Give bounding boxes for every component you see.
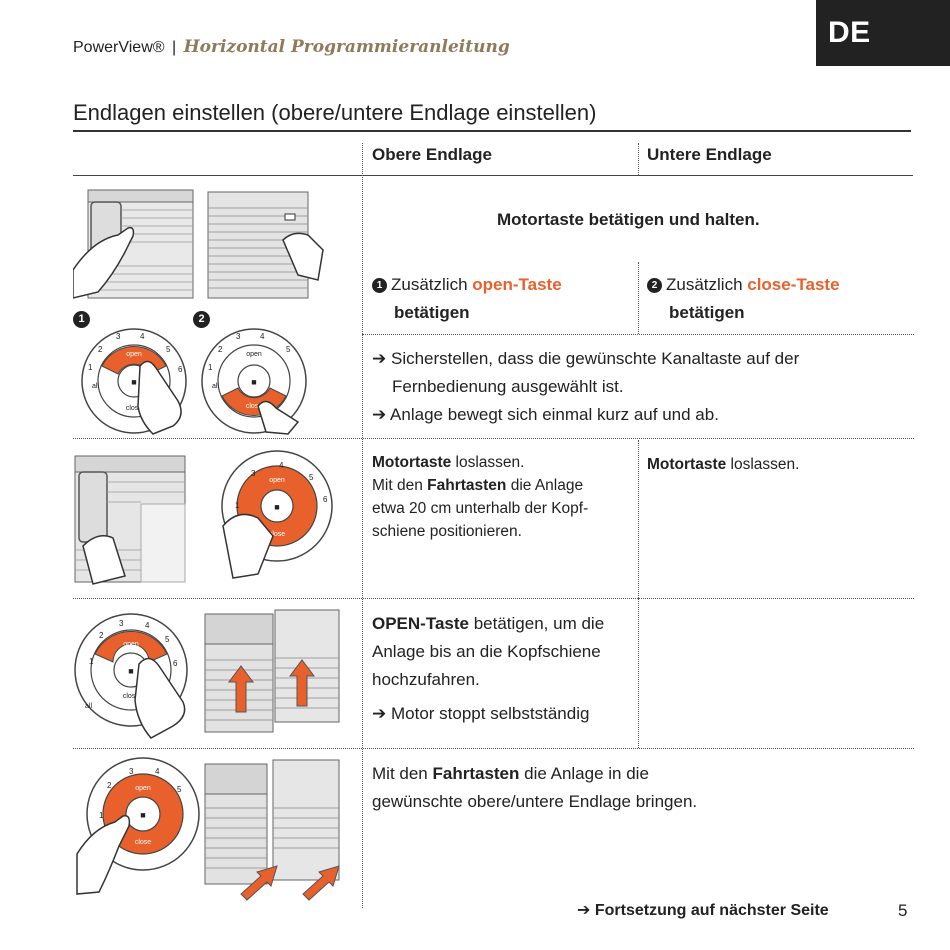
page-number: 5 — [898, 901, 908, 920]
open-key-label: OPEN-Taste — [372, 614, 469, 633]
close-key-label: close-Taste — [747, 275, 840, 294]
number-badge-1: 1 — [372, 278, 387, 293]
remote-key-4: 4 — [140, 332, 145, 341]
remote-key-5: 5 — [166, 345, 171, 354]
open-key-label: open-Taste — [472, 275, 562, 294]
step2-lower-instruction: Motortaste loslassen. — [647, 456, 800, 473]
remote-key-4: 4 — [155, 767, 160, 776]
remote-key-3: 3 — [251, 469, 256, 478]
remote-key-6: 6 — [178, 365, 183, 374]
remote-open-label: open — [246, 351, 262, 358]
section-title: Endlagen einstellen (obere/untere Endlag… — [73, 100, 597, 125]
row-divider-3 — [73, 748, 914, 749]
remote-key-5: 5 — [286, 345, 291, 354]
arrow-icon: ➔ — [372, 405, 387, 424]
remote-key-1: 1 — [88, 363, 93, 372]
header-subtitle: Horizontal Programmieranleitung — [183, 37, 510, 57]
header-separator: | — [171, 39, 177, 56]
remote-stop-label: ■ — [131, 377, 136, 387]
remote-key-3: 3 — [116, 332, 121, 341]
remote-key-3: 3 — [129, 767, 134, 776]
blind-illustration-step2: ■ open close 1 3 4 5 6 — [74, 450, 333, 585]
remote-key-2: 2 — [98, 345, 103, 354]
remote-key-5: 5 — [177, 785, 182, 794]
remote-key-1: 1 — [208, 363, 213, 372]
remote-key-3: 3 — [119, 619, 124, 628]
remote-open-label: open — [135, 785, 151, 792]
row-divider-1a — [362, 334, 914, 335]
step1-notes: ➔ Sicherstellen, dass die gewünschte Kan… — [372, 349, 800, 424]
remote-open-illustration: ■ open close all 2 3 4 5 6 1 — [81, 328, 187, 435]
remote-key-2: 2 — [218, 345, 223, 354]
page-header: PowerView® | Horizontal Programmieranlei… — [73, 37, 510, 57]
column-header-lower: Untere Endlage — [647, 145, 772, 164]
remote-key-1: 1 — [99, 811, 104, 820]
language-tab: DE — [816, 0, 950, 66]
remote-key-1: 1 — [89, 657, 94, 666]
remote-key-1: 1 — [235, 501, 240, 510]
remote-key-5: 5 — [165, 635, 170, 644]
remote-key-6: 6 — [173, 659, 178, 668]
number-badge-2: 2 — [647, 278, 662, 293]
remote-close-label: close — [126, 405, 142, 412]
remote-close-label: close — [123, 693, 139, 700]
remote-open-label: open — [123, 641, 139, 648]
step3-instruction: OPEN-Taste betätigen, um die Anlage bis … — [372, 614, 605, 689]
step-badge-1: 1 — [73, 311, 90, 328]
remote-open-label: open — [126, 351, 142, 358]
column-divider-main — [362, 143, 363, 908]
row-divider-2 — [73, 598, 914, 599]
remote-stop-label: ■ — [274, 502, 279, 512]
remote-key-2: 2 — [99, 631, 104, 640]
column-divider-row1 — [638, 262, 639, 334]
step3-note: ➔ Motor stoppt selbstständig — [372, 704, 590, 723]
step4-instruction: Mit den Fahrtasten die Anlage in die gew… — [372, 764, 698, 811]
column-divider-row3 — [638, 598, 639, 748]
remote-all-label: all — [92, 383, 99, 390]
remote-key-4: 4 — [145, 621, 150, 630]
remote-all-label: all — [212, 383, 219, 390]
step2-upper-instruction: Motortaste loslassen. Mit den Fahrtasten… — [372, 454, 589, 540]
remote-key-2: 2 — [107, 781, 112, 790]
remote-key-6: 6 — [323, 495, 328, 504]
remote-key-4: 4 — [279, 461, 284, 470]
blind-illustration-step3: ■ open close all 1 2 3 4 5 6 — [74, 609, 340, 739]
header-rule — [73, 175, 913, 176]
arrow-icon: ➔ — [372, 349, 387, 368]
remote-stop-label: ■ — [128, 666, 133, 676]
column-divider-row2 — [638, 440, 639, 598]
remote-key-5: 5 — [309, 473, 314, 482]
brand-name: PowerView® — [73, 39, 165, 56]
title-rule — [73, 130, 911, 132]
remote-stop-label: ■ — [251, 377, 256, 387]
blind-illustration-step1 — [73, 189, 324, 299]
arrow-icon: ➔ — [372, 704, 387, 723]
column-header-upper: Obere Endlage — [372, 145, 492, 164]
arrow-icon: ➔ — [577, 902, 591, 919]
row-divider-1 — [73, 438, 914, 439]
remote-all-label: all — [85, 703, 92, 710]
remote-close-label: close — [246, 403, 262, 410]
column-divider-head — [638, 143, 639, 175]
remote-key-3: 3 — [236, 332, 241, 341]
blind-illustration-step4: ■ open close 1 2 3 4 5 — [76, 757, 340, 901]
remote-stop-label: ■ — [140, 810, 145, 820]
remote-close-label: close — [135, 839, 151, 846]
step1-main-instruction: Motortaste betätigen und halten. — [497, 210, 760, 229]
remote-open-label: open — [269, 477, 285, 484]
remote-close-label: close — [269, 531, 285, 538]
remote-key-4: 4 — [260, 332, 265, 341]
remote-close-illustration: ■ open close all 2 3 4 5 1 — [201, 328, 307, 435]
continue-note: ➔ Fortsetzung auf nächster Seite — [577, 902, 829, 919]
step-badge-2: 2 — [193, 311, 210, 328]
